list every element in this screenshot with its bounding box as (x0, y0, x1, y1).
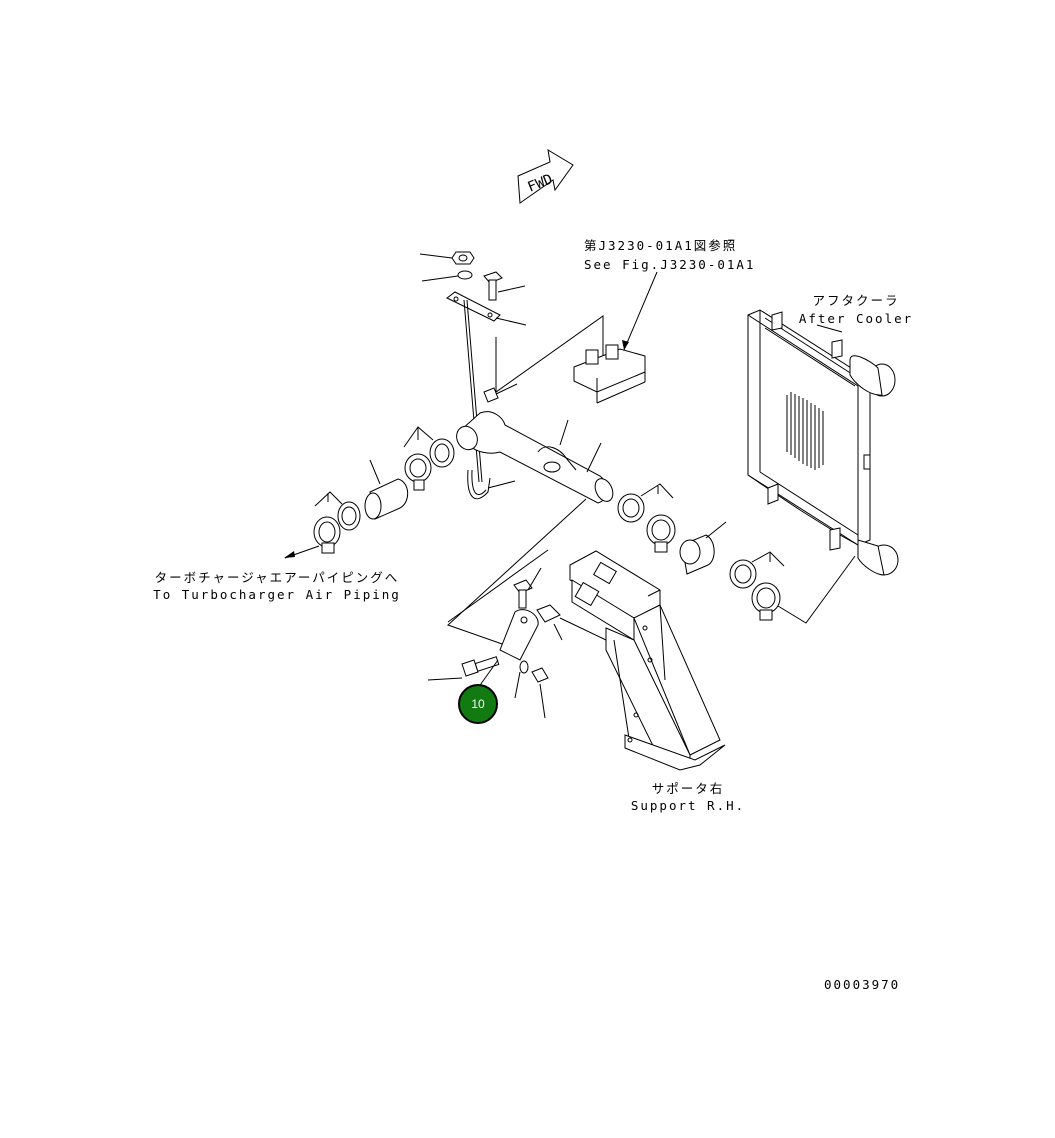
cooler-core-hatching (786, 392, 824, 470)
right-clamps-hoses (617, 483, 856, 624)
main-pipe (456, 411, 614, 504)
reference-leaders (495, 271, 658, 393)
reference-label-jp: 第J3230-01A1図参照 (584, 238, 738, 253)
fwd-arrow: FWD (517, 149, 574, 204)
support-rh (559, 550, 726, 771)
reference-label-en: See Fig.J3230-01A1 (584, 257, 756, 272)
after-cooler-label-jp: アフタクーラ (812, 293, 900, 308)
turbo-label-jp: ターボチャージャエアーパイピングへ (154, 570, 400, 585)
top-fasteners (419, 251, 526, 301)
cap-nut (483, 383, 518, 403)
lower-bracket (427, 498, 587, 719)
left-clamps-hoses (284, 426, 455, 559)
part-callout-10[interactable]: 10 (458, 684, 498, 724)
referenced-bracket (573, 344, 646, 404)
drawing-number: 00003970 (824, 977, 901, 992)
after-cooler-label-en: After Cooler (798, 311, 914, 326)
turbo-label-en: To Turbocharger Air Piping (153, 587, 401, 602)
support-label-jp: サポータ右 (651, 781, 725, 796)
after-cooler-unit (747, 309, 899, 576)
support-label-en: Support R.H. (630, 798, 746, 813)
